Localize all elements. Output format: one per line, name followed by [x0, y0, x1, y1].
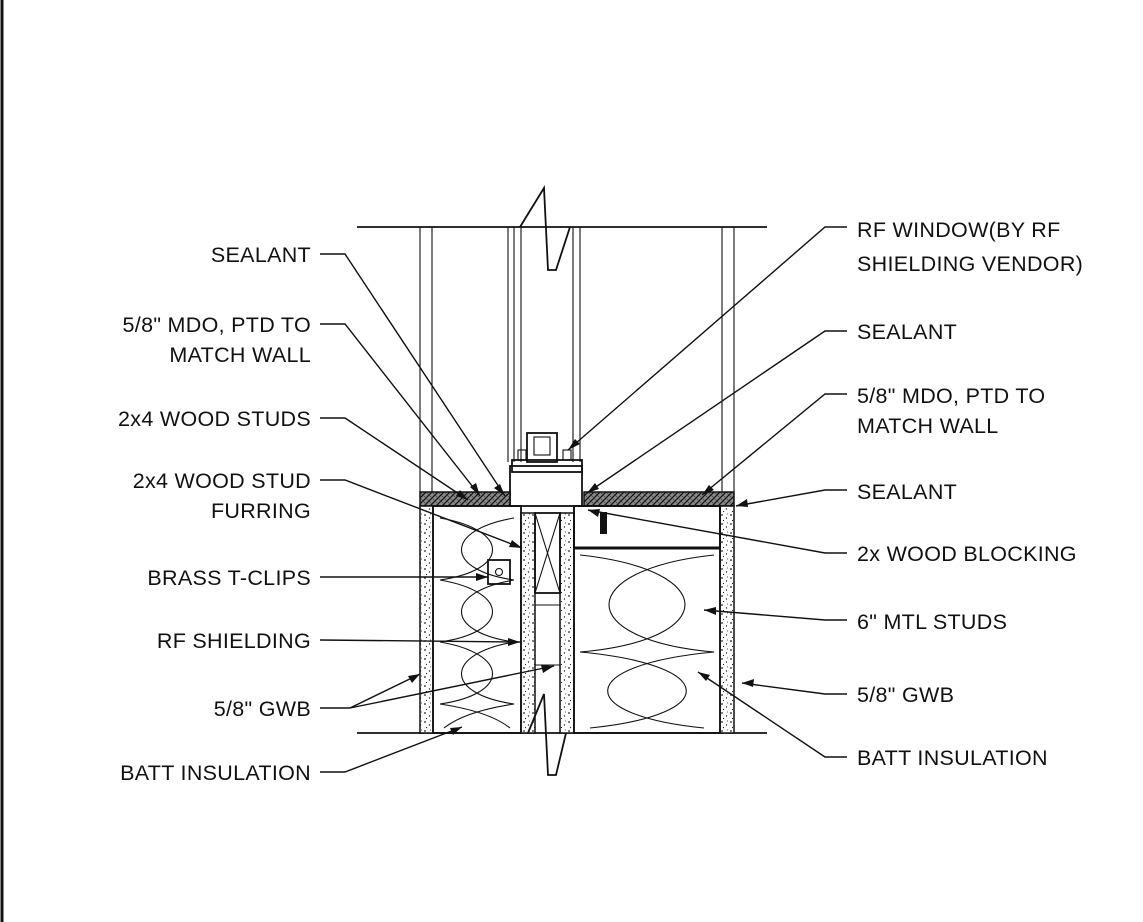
wood-stud-furring-block	[534, 512, 561, 666]
upper-break-line	[519, 185, 571, 271]
left-leaders	[319, 253, 555, 773]
label-mdo-right-line2: MATCH WALL	[857, 414, 999, 438]
label-rf-shielding: RF SHIELDING	[157, 629, 311, 653]
metal-stud-right	[573, 505, 721, 734]
gwb-right-inner	[559, 512, 575, 734]
mdo-trim-right	[583, 491, 735, 507]
lower-break-line	[527, 693, 567, 776]
label-sealant-right-bottom: SEALANT	[857, 480, 957, 504]
right-leaders	[567, 226, 847, 758]
wood-stud-left	[432, 505, 522, 734]
label-sealant-left: SEALANT	[211, 243, 311, 267]
label-rf-window-line2: SHIELDING VENDOR)	[857, 252, 1083, 276]
gwb-left-outer	[419, 505, 434, 734]
label-wood-studs: 2x4 WOOD STUDS	[118, 407, 311, 431]
label-batt-insulation-right: BATT INSULATION	[857, 746, 1048, 770]
label-mdo-left-line2: MATCH WALL	[169, 343, 311, 367]
brass-t-clip-icon	[487, 559, 511, 585]
gwb-left-inner	[520, 512, 536, 734]
left-labels: SEALANT 5/8" MDO, PTD TO MATCH WALL 2x4 …	[118, 243, 311, 785]
label-sealant-right-top: SEALANT	[857, 320, 957, 344]
gwb-right-outer	[719, 505, 735, 734]
label-gwb-right: 5/8" GWB	[857, 683, 954, 707]
brass-t-clip-screw-icon	[494, 567, 504, 577]
label-mdo-right-line1: 5/8" MDO, PTD TO	[857, 384, 1045, 408]
batt-insulation-left-fill	[439, 517, 515, 729]
label-rf-window-line1: RF WINDOW(BY RF	[857, 218, 1061, 242]
batt-insulation-right-fill	[579, 554, 715, 729]
label-brass-t-clips: BRASS T-CLIPS	[147, 566, 311, 590]
label-batt-insulation-left: BATT INSULATION	[120, 761, 311, 785]
fastener-icon	[600, 512, 607, 534]
upper-wall-lines	[419, 227, 735, 492]
right-labels: RF WINDOW(BY RF SHIELDING VENDOR) SEALAN…	[857, 218, 1083, 770]
label-mtl-studs: 6" MTL STUDS	[857, 610, 1007, 634]
label-gwb-left: 5/8" GWB	[214, 697, 311, 721]
rf-window-frame	[507, 227, 583, 507]
label-furring-line1: 2x4 WOOD STUD	[133, 469, 311, 493]
label-wood-blocking: 2x WOOD BLOCKING	[857, 542, 1077, 566]
label-mdo-left-line1: 5/8" MDO, PTD TO	[123, 313, 311, 337]
label-furring-line2: FURRING	[211, 499, 311, 523]
